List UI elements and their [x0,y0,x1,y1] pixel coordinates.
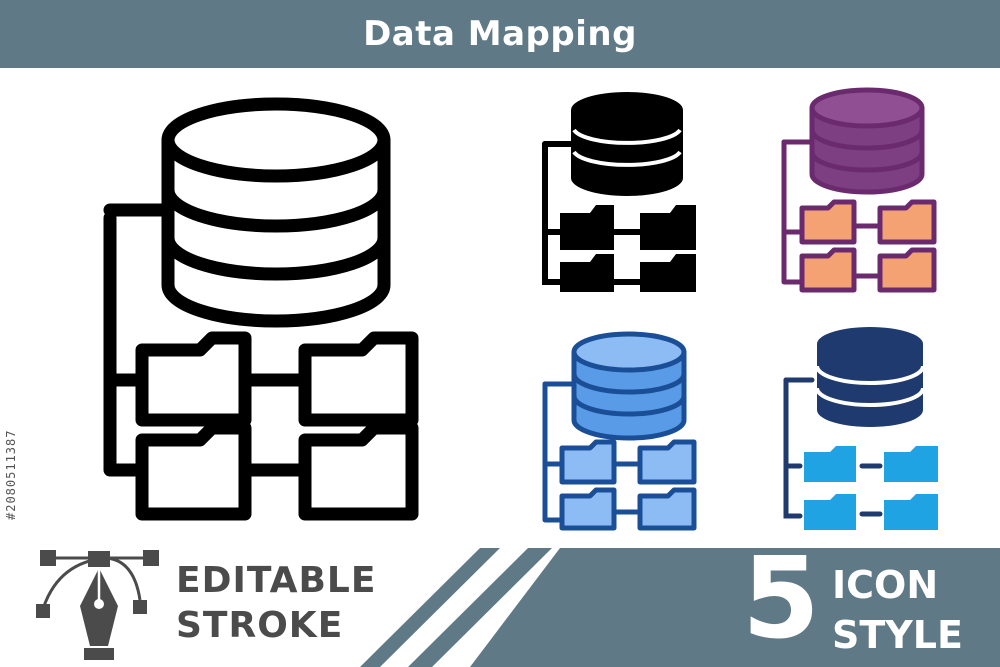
icon-style-count: 5 [742,534,820,664]
stock-id-label: #2080511387 [4,429,18,520]
outline-database-icon [103,97,419,521]
editable-line: EDITABLE [176,560,377,601]
page-title: Data Mapping [363,14,637,54]
stroke-line: STROKE [176,605,344,646]
color-database-icon [781,87,937,293]
icon-style-label: ICON STYLE [832,560,963,660]
title-banner [0,0,1000,68]
footer-banner [360,548,1000,667]
flat-database-icon [783,327,938,530]
pen-tool-icon [36,550,159,660]
editable-stroke-label: EDITABLE STROKE [176,558,376,648]
solid-database-icon [542,92,696,292]
blue-database-icon [542,331,697,531]
style-line: STYLE [832,613,963,657]
icon-line: ICON [832,563,939,607]
